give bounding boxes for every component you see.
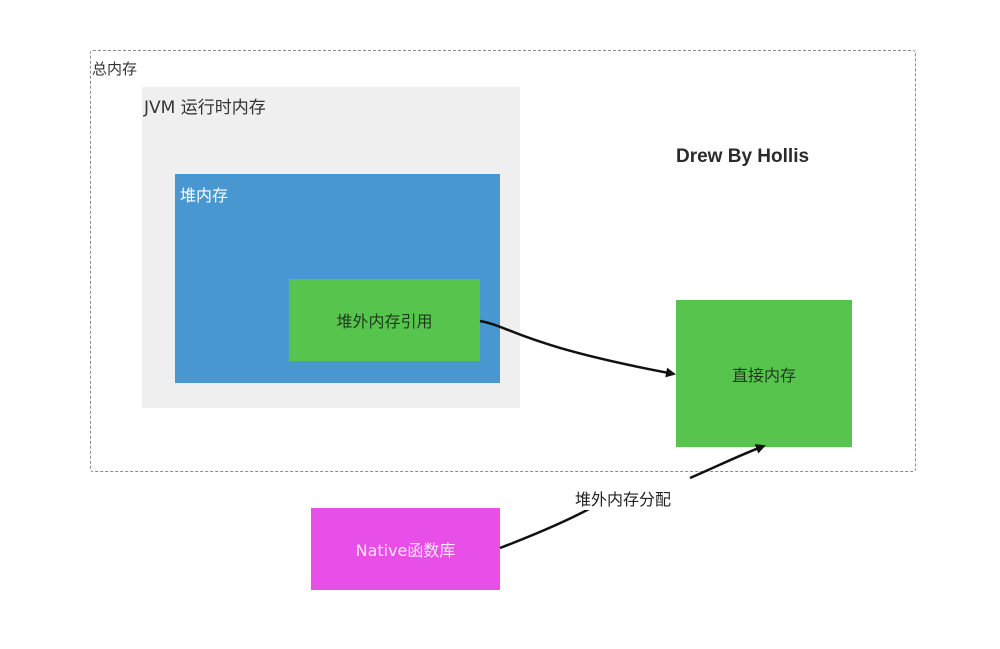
total-memory-boundary [90,50,916,472]
total-memory-label: 总内存 [92,60,138,78]
author-credit: Drew By Hollis [676,146,810,167]
native-library-box: Native函数库 [311,508,500,590]
native-library-label: Native函数库 [355,541,456,560]
direct-memory-box: 直接内存 [676,300,852,447]
heap-memory-label: 堆内存 [180,186,229,205]
jvm-runtime-memory-label: JVM 运行时内存 [144,98,266,118]
direct-memory-label: 直接内存 [731,365,796,385]
reference-arrow [479,319,676,378]
offheap-reference-label: 堆外内存引用 [336,312,433,331]
allocation-edge-label: 堆外内存分配 [573,486,674,510]
offheap-reference-box: 堆外内存引用 [289,279,480,361]
